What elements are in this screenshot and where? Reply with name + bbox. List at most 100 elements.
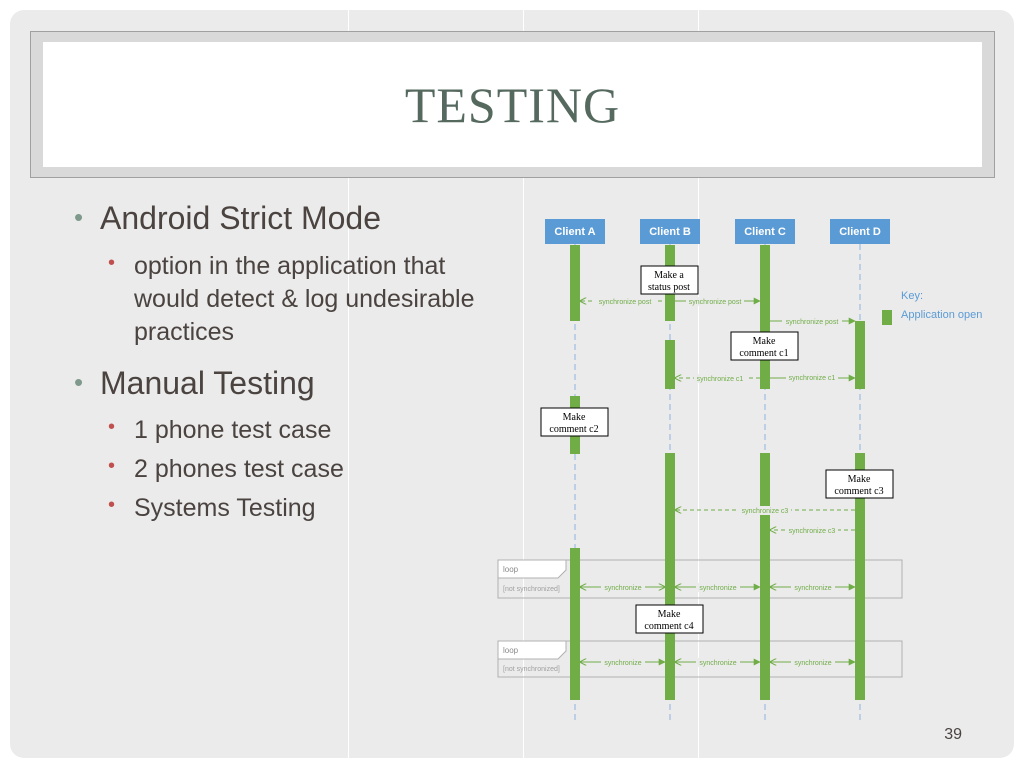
- bullet-level1: • Manual Testing: [70, 364, 490, 401]
- note-line: Make: [848, 474, 871, 485]
- note-comment-c3: [825, 469, 894, 499]
- label-bg: [791, 583, 835, 592]
- label-bg: [782, 317, 842, 326]
- bullet-text: 1 phone test case: [134, 416, 332, 445]
- label-bg: [786, 373, 838, 382]
- note-line: comment c1: [739, 348, 788, 359]
- bullet-list: • Android Strict Mode • option in the appl…: [70, 200, 490, 531]
- page-number: 39: [944, 726, 962, 743]
- title-frame: TESTING: [30, 31, 995, 178]
- note-line: Make a: [654, 270, 684, 281]
- message-label: synchronize: [794, 660, 831, 667]
- message-label: synchronize c1: [789, 375, 836, 382]
- loop-frame: [497, 559, 903, 599]
- bullet-dot-icon: •: [74, 202, 84, 232]
- note-line: status post: [648, 282, 690, 293]
- note-line: Make: [753, 336, 776, 347]
- client-b-header: [640, 219, 700, 244]
- message-label: synchronize post: [786, 319, 839, 326]
- message-label: synchronize post: [599, 299, 652, 306]
- activation-bars: [570, 245, 865, 700]
- bullet-dot-icon: •: [108, 416, 116, 439]
- bullet-text: option in the application that would det…: [134, 251, 475, 346]
- bullet-text: Android Strict Mode: [100, 200, 382, 236]
- note-line: comment c3: [834, 486, 883, 497]
- label-bg: [696, 658, 740, 667]
- label-bg: [786, 526, 838, 535]
- note-comment-c4: [635, 604, 704, 634]
- bullet-dot-icon: •: [74, 366, 84, 397]
- label-bg: [739, 506, 791, 515]
- activation-bar: [665, 453, 675, 700]
- message-label: synchronize: [604, 660, 641, 667]
- activation-bar: [855, 321, 865, 389]
- note-comment-c2: [540, 407, 609, 437]
- client-a-header: [545, 219, 605, 244]
- message-labels: synchronize post synchronize post synchr…: [595, 297, 842, 667]
- label-bg: [694, 374, 746, 383]
- loop-tab: [497, 559, 567, 579]
- note-status-post: [640, 265, 699, 295]
- client-c-label: Client C: [744, 226, 786, 238]
- key-swatch: [882, 310, 892, 325]
- message-label: synchronize: [699, 660, 736, 667]
- bullet-dot-icon: •: [108, 455, 116, 478]
- client-c-header: [735, 219, 795, 244]
- label-bg: [595, 297, 655, 306]
- label-bg: [686, 297, 744, 306]
- key-item: Application open: [901, 309, 982, 321]
- note-line: comment c2: [549, 424, 598, 435]
- loop-tab: [497, 640, 567, 660]
- title-panel: TESTING: [43, 42, 982, 167]
- label-bg: [601, 583, 645, 592]
- loop-label: loop: [503, 646, 519, 655]
- loop-frames: loop [not synchronized] loop [not synchr…: [497, 559, 903, 678]
- message-label: synchronize post: [689, 299, 742, 306]
- loop-condition: [not synchronized]: [503, 586, 560, 593]
- lifelines: [574, 244, 861, 722]
- note-line: comment c4: [644, 621, 693, 632]
- activation-bar: [570, 245, 580, 321]
- bullet-level2: • 2 phones test case: [102, 453, 490, 486]
- loop-condition: [not synchronized]: [503, 666, 560, 673]
- message-label: synchronize: [604, 585, 641, 592]
- client-headers: Client A Client B Client C Client D: [545, 219, 890, 244]
- activation-bar: [855, 453, 865, 700]
- bullet-dot-icon: •: [108, 494, 116, 517]
- loop-label: loop: [503, 565, 519, 574]
- bullet-level1: • Android Strict Mode: [70, 200, 490, 236]
- label-bg: [601, 658, 645, 667]
- bullet-text: Manual Testing: [100, 364, 315, 401]
- note-boxes: Make a status post Make comment c1 Make …: [540, 265, 894, 634]
- bullet-text: 2 phones test case: [134, 455, 344, 484]
- activation-bar: [665, 340, 675, 389]
- client-d-label: Client D: [839, 226, 881, 238]
- key-label: Key:: [901, 290, 923, 302]
- slide-title: TESTING: [404, 76, 621, 133]
- client-d-header: [830, 219, 890, 244]
- message-label: synchronize: [699, 585, 736, 592]
- label-bg: [696, 583, 740, 592]
- slide: TESTING • Android Strict Mode • option in …: [10, 10, 1014, 758]
- message-label: synchronize: [794, 585, 831, 592]
- note-comment-c1: [730, 331, 799, 361]
- client-a-label: Client A: [554, 226, 595, 238]
- messages: [580, 297, 856, 662]
- bullet-level2: • 1 phone test case: [102, 414, 490, 447]
- bullet-dot-icon: •: [108, 251, 116, 274]
- diagram-key: Key: Application open: [882, 290, 982, 325]
- note-line: Make: [563, 412, 586, 423]
- activation-bar: [570, 548, 580, 700]
- bg-grid-line: [698, 10, 699, 758]
- message-label: synchronize c3: [789, 528, 836, 535]
- bullet-level2: •Systems Testing: [102, 492, 490, 525]
- message-label: synchronize c1: [697, 376, 744, 383]
- bg-grid-line: [348, 10, 349, 758]
- message-label: synchronize c3: [742, 508, 789, 515]
- label-bg: [791, 658, 835, 667]
- note-line: Make: [658, 609, 681, 620]
- activation-bar: [760, 245, 770, 389]
- bg-grid-line: [523, 10, 524, 758]
- bullet-level2: • option in the application that would de…: [102, 250, 490, 349]
